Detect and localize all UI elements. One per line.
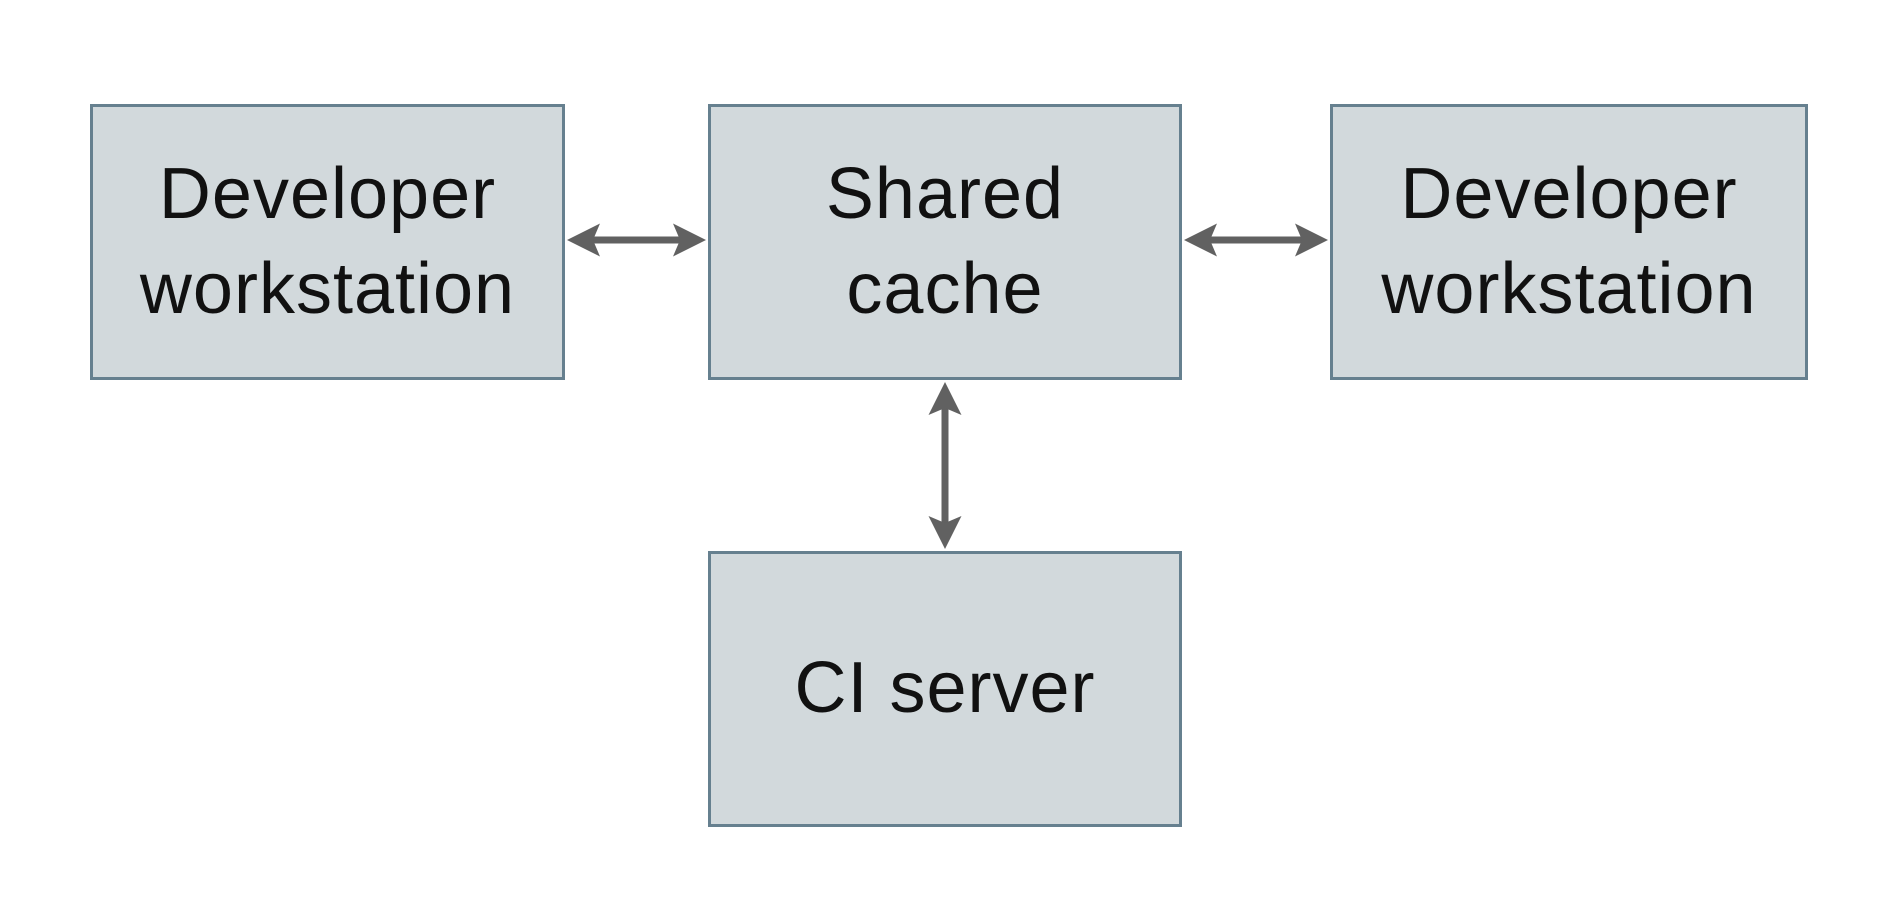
bidirectional-arrow-icon-cache-to-ci-server xyxy=(928,382,962,549)
node-developer-workstation-left: Developer workstation xyxy=(90,104,565,380)
node-label-shared-cache: Shared cache xyxy=(825,153,1065,329)
node-label-developer-workstation-right: Developer workstation xyxy=(1381,153,1757,329)
bidirectional-arrow-icon-workstation-left-to-cache xyxy=(567,223,706,257)
node-shared-cache: Shared cache xyxy=(708,104,1182,380)
bidirectional-arrow-icon-cache-to-workstation-right xyxy=(1184,223,1328,257)
node-developer-workstation-right: Developer workstation xyxy=(1330,104,1808,380)
node-ci-server: CI server xyxy=(708,551,1182,827)
node-label-developer-workstation-left: Developer workstation xyxy=(139,153,516,329)
node-label-ci-server: CI server xyxy=(794,648,1096,729)
